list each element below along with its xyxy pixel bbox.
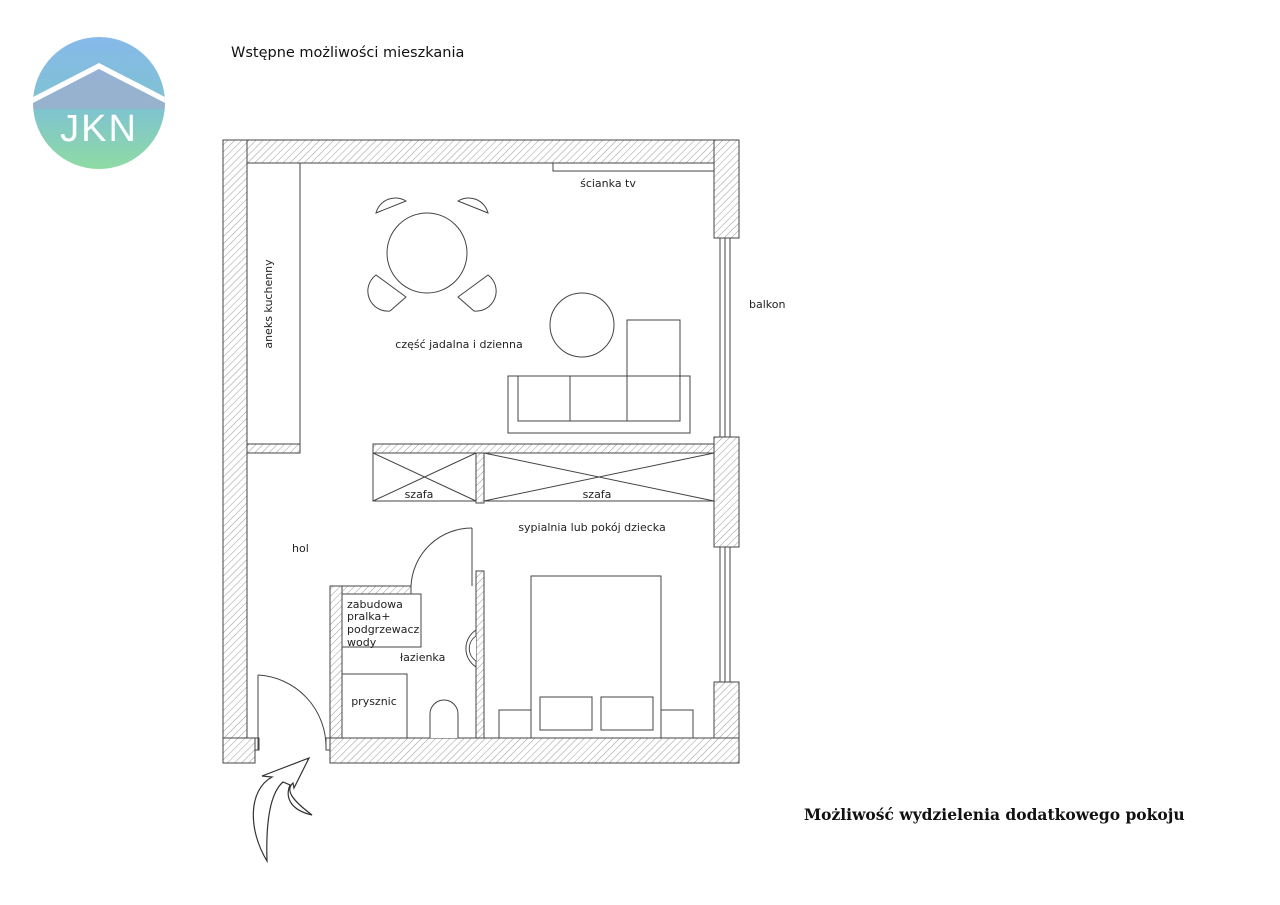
- hall-label: hol: [292, 542, 309, 555]
- entrance-door: [254, 674, 331, 751]
- shower-label: prysznic: [351, 695, 397, 708]
- bed: [498, 575, 694, 739]
- caption: Możliwość wydzielenia dodatkowego pokoju: [804, 805, 1185, 824]
- utility-cabinet: [341, 593, 422, 648]
- bathroom-label: łazienka: [400, 651, 445, 664]
- utility-line-1: zabudowa: [347, 598, 403, 611]
- balcony-windows: [719, 237, 731, 683]
- page-title: Wstępne możliwości mieszkania: [231, 45, 465, 61]
- tv-wall: [552, 163, 714, 172]
- kitchen-label: aneks kuchenny: [262, 259, 275, 349]
- wardrobe-right: [483, 452, 715, 502]
- balcony-label: balkon: [749, 298, 785, 311]
- toilet-icon: [429, 699, 459, 738]
- utility-line-3: podgrzewacz: [347, 623, 420, 636]
- dining-table: [367, 197, 497, 312]
- kitchen-counter: [246, 162, 301, 445]
- utility-line-4: wody: [347, 636, 377, 649]
- logo-text: JKN: [60, 108, 138, 150]
- walls: [222, 139, 740, 764]
- sink-icon: [465, 629, 477, 668]
- coffee-table: [549, 292, 615, 358]
- wardrobe-right-label: szafa: [583, 488, 612, 501]
- wardrobe-left-label: szafa: [405, 488, 434, 501]
- house-logo-icon: JKN: [33, 37, 165, 169]
- tv-wall-label: ścianka tv: [580, 177, 636, 190]
- entry-arrow-icon: [252, 756, 313, 864]
- living-label: część jadalna i dzienna: [395, 338, 522, 351]
- bathroom-door: [410, 527, 473, 587]
- sofa: [507, 319, 691, 434]
- jkn-logo: JKN: [33, 37, 165, 169]
- bedroom-label: sypialnia lub pokój dziecka: [518, 521, 665, 534]
- utility-line-2: pralka+: [347, 610, 390, 623]
- shower: [341, 673, 408, 739]
- wardrobe-left: [372, 452, 477, 502]
